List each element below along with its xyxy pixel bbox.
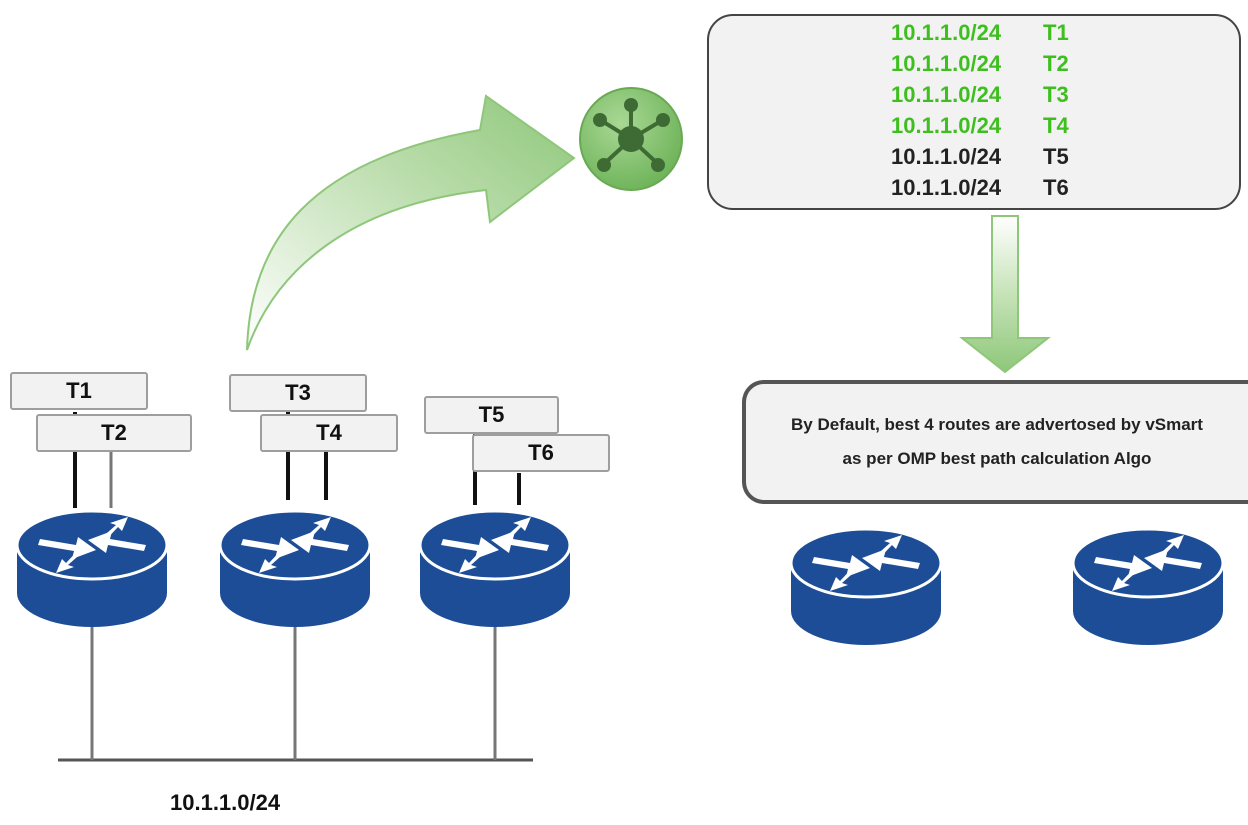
advertise-curve-arrow [246, 94, 576, 351]
best-path-down-arrow [959, 215, 1051, 374]
route-tloc: T1 [1043, 20, 1069, 45]
route-prefix: 10.1.1.0/24 [891, 82, 1002, 107]
tloc-label: T2 [36, 414, 192, 452]
tloc-label: T1 [10, 372, 148, 410]
route-prefix: 10.1.1.0/24 [891, 113, 1002, 138]
route-prefix: 10.1.1.0/24 [891, 144, 1002, 169]
note-line-1: By Default, best 4 routes are advertosed… [791, 415, 1203, 434]
router-icon [789, 527, 943, 647]
route-tloc: T6 [1043, 175, 1069, 200]
controller-route-table: 10.1.1.0/24 T1 10.1.1.0/24 T2 10.1.1.0/2… [707, 14, 1241, 210]
tloc-label: T6 [472, 434, 610, 472]
route-prefix: 10.1.1.0/24 [891, 51, 1002, 76]
subnet-label: 10.1.1.0/24 [170, 790, 281, 815]
router-icon [418, 509, 572, 629]
router-icon [15, 509, 169, 629]
best-path-note: By Default, best 4 routes are advertosed… [742, 380, 1248, 504]
route-tloc: T4 [1043, 113, 1069, 138]
tloc-label: T5 [424, 396, 559, 434]
router-icon [1071, 527, 1225, 647]
tloc-label: T4 [260, 414, 398, 452]
route-prefix: 10.1.1.0/24 [891, 20, 1002, 45]
route-tloc: T3 [1043, 82, 1069, 107]
route-tloc: T2 [1043, 51, 1069, 76]
note-line-2: as per OMP best path calculation Algo [842, 449, 1152, 468]
vsmart-controller-icon [579, 87, 683, 191]
route-prefix: 10.1.1.0/24 [891, 175, 1002, 200]
route-tloc: T5 [1043, 144, 1069, 169]
tloc-label: T3 [229, 374, 367, 412]
router-icon [218, 509, 372, 629]
